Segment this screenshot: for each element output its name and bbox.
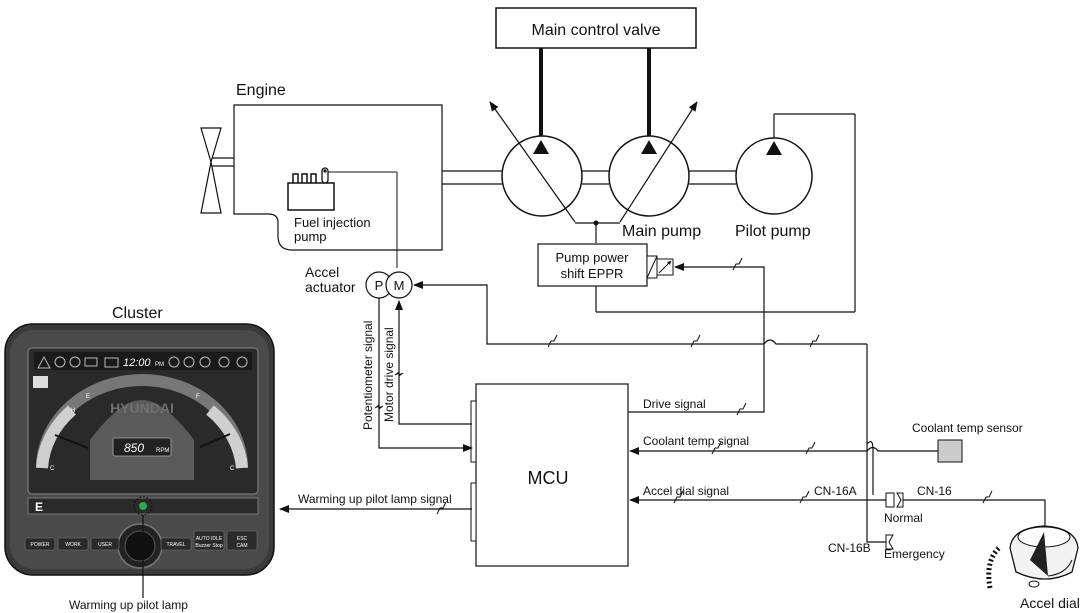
coolant-temp-sensor	[937, 439, 963, 463]
fuel-needle	[199, 433, 231, 448]
main-control-valve: Main control valve	[495, 7, 697, 49]
potentiometer-signal-line	[378, 298, 473, 452]
accel-dial-signal-label: Accel dial signal	[643, 484, 729, 498]
travel-button-label: TRAVEL	[166, 542, 185, 548]
rpm-display	[112, 437, 172, 457]
coolant-temp-sensor-label: Coolant temp sensor	[912, 421, 1023, 435]
cluster-mode-letter: E	[35, 500, 43, 514]
cluster-panel: 12:00 PM HYUNDAI H E F C C 850 RPM E	[4, 323, 275, 576]
mcu-label: MCU	[528, 468, 569, 488]
coolant-temp-signal-label: Coolant temp signal	[643, 434, 749, 448]
motor-drive-signal-line	[395, 300, 472, 425]
work-button-label: WORK	[65, 542, 81, 548]
right-bus-2	[866, 440, 874, 495]
potentiometer-signal-label: Potentiometer signal	[361, 321, 375, 430]
drive-signal-line	[628, 263, 765, 413]
cluster-label: Cluster	[112, 305, 163, 322]
engine-block	[233, 104, 443, 251]
accel-actuator-label-2: actuator	[305, 279, 356, 295]
esc-sublabel: CAM	[236, 543, 247, 549]
auto-idle-sublabel: Buzzer Stop	[195, 543, 222, 549]
cluster-clock: 12:00	[123, 357, 151, 369]
actuator-p-label: P	[375, 278, 384, 293]
accel-dial	[986, 525, 1079, 589]
actuator-control-line-right	[763, 339, 867, 345]
normal-label: Normal	[884, 511, 923, 525]
cluster-mode-badge	[33, 376, 48, 388]
fuel-injection-label-1: Fuel injection	[294, 215, 371, 230]
work-button	[57, 537, 89, 551]
motor-drive-signal-label: Motor drive signal	[382, 327, 396, 422]
variable-arrow-1	[489, 101, 576, 223]
esc-button-label: ESC	[237, 536, 248, 542]
gauge-letter-f: F	[196, 394, 200, 400]
warming-lamp-signal-label: Warming up pilot lamp signal	[298, 492, 452, 506]
warming-lamp-label: Warming up pilot lamp	[69, 598, 188, 612]
cn16a-label: CN-16A	[814, 484, 857, 498]
fan-icon	[200, 127, 234, 214]
mcu-box: MCU	[470, 383, 629, 567]
main-control-valve-label: Main control valve	[532, 22, 661, 39]
emergency-label: Emergency	[884, 547, 945, 561]
warming-lamp-icon	[139, 502, 147, 510]
accel-dial-cable	[903, 499, 1046, 528]
drive-signal-label: Drive signal	[643, 397, 706, 411]
cn16b-label: CN-16B	[828, 541, 871, 555]
travel-button	[160, 537, 192, 551]
emergency-line	[866, 495, 886, 543]
rpm-unit: RPM	[156, 448, 169, 454]
power-button	[24, 537, 56, 551]
cn16-label: CN-16	[917, 484, 952, 498]
user-button	[90, 537, 120, 551]
gauge-letter-c-left: C	[50, 466, 55, 472]
gauge-letter-h: H	[71, 408, 75, 414]
pump-power-shift-eppr: Pump power shift EPPR	[537, 243, 855, 313]
temp-needle	[54, 434, 89, 449]
esc-button	[226, 530, 258, 551]
gauge-letter-e: E	[86, 394, 90, 400]
gauge-letter-c-right: C	[230, 466, 235, 472]
auto-idle-button-label: AUTO IDLE	[196, 536, 223, 542]
eppr-label-2: shift EPPR	[561, 266, 624, 281]
cluster-brand: HYUNDAI	[110, 400, 174, 416]
connector-cn16	[885, 492, 904, 550]
cluster-warning-icons	[37, 355, 248, 369]
break-marks	[436, 257, 993, 515]
auto-idle-button	[193, 530, 225, 551]
coolant-temp-signal-line	[629, 446, 938, 455]
fuel-injection-label-2: pump	[294, 229, 327, 244]
cluster-clock-suffix: PM	[155, 362, 164, 368]
accel-actuator: Accel actuator P M	[305, 264, 413, 299]
actuator-m-label: M	[394, 278, 405, 293]
pilot-pump-label: Pilot pump	[735, 223, 811, 240]
pilot-pump: Pilot pump	[735, 113, 856, 312]
engine-label: Engine	[236, 82, 286, 99]
cluster-buttons: POWER WORK USER TRAVEL AUTO IDLE Buzzer …	[24, 530, 258, 551]
variable-arrow-2	[619, 101, 698, 223]
accel-actuator-label-1: Accel	[305, 264, 339, 280]
accel-dial-label: Accel dial	[1020, 595, 1080, 611]
power-button-label: POWER	[31, 542, 50, 548]
main-pump-label: Main pump	[622, 223, 701, 240]
eppr-label-1: Pump power	[556, 250, 630, 265]
user-button-label: USER	[98, 542, 112, 548]
rpm-value: 850	[124, 441, 144, 455]
fuel-injection-pump: Fuel injection pump	[287, 167, 398, 268]
actuator-control-line	[413, 281, 764, 345]
break-marks-vertical	[374, 371, 404, 410]
